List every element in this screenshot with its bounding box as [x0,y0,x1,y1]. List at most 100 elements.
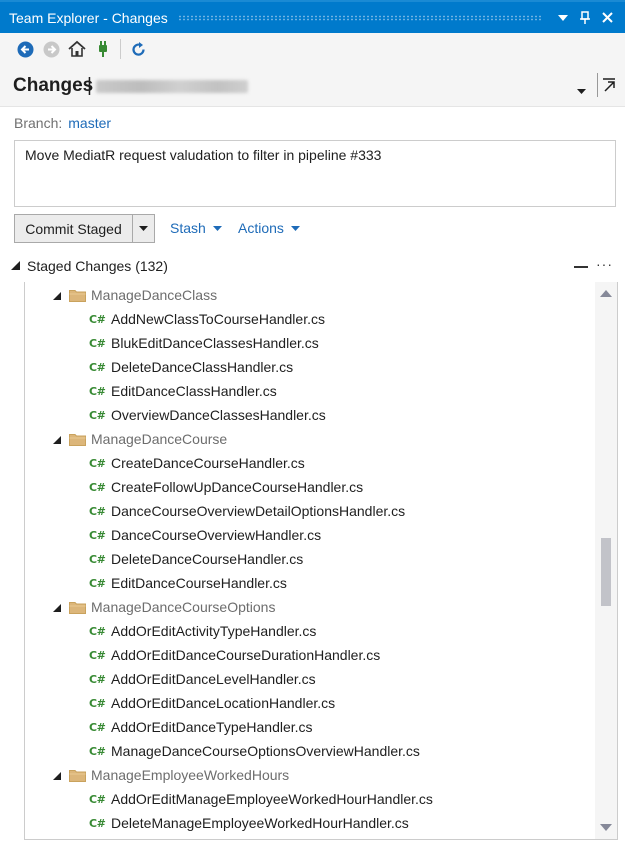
page-title: Changes [13,75,94,96]
staged-changes-label: Staged Changes (132) [27,258,168,274]
vertical-scrollbar[interactable] [595,282,617,839]
toolbar-separator [120,39,121,59]
file-node[interactable]: C#DeleteDanceCourseHandler.cs [25,548,585,572]
collapse-triangle-icon[interactable] [11,261,20,270]
file-node[interactable]: C#BlukEditDanceClassesHandler.cs [25,332,585,356]
popout-icon [602,78,615,92]
file-node[interactable]: C# AddOrEditDanceLocationHandler.cs [25,692,585,716]
folder-name: ManageDanceCourse [91,431,228,447]
file-name: AddOrEditManageEmployeeWorkedHourHandler… [111,791,433,807]
plug-icon [99,41,107,57]
home-button[interactable] [66,38,88,60]
back-button[interactable] [14,38,36,60]
actions-dropdown[interactable]: Actions [238,220,300,236]
file-name: EditDanceClassHandler.cs [111,383,277,399]
file-node[interactable]: C# AddOrEditDanceLevelHandler.cs [25,668,585,692]
file-node[interactable]: C# AddOrEditDanceCourseDurationHandler.cs [25,644,585,668]
navigation-toolbar [0,33,625,65]
folder-node[interactable]: ManageDanceClass [25,284,585,308]
commit-options-dropdown[interactable] [132,214,155,243]
expand-triangle-icon[interactable] [53,772,61,780]
file-node[interactable]: C# EditDanceClassHandler.cs [25,380,585,404]
repository-name-redacted [96,80,248,93]
file-node[interactable]: C#ManageDanceCourseOptionsOverviewHandle… [25,740,585,764]
file-name: AddNewClassToCourseHandler.cs [111,311,325,327]
title-separator: | [87,75,92,96]
scroll-up-icon[interactable] [600,290,612,297]
connect-button[interactable] [92,38,114,60]
file-node[interactable]: C#DeleteManageEmployeeWorkedHourHandler.… [25,812,585,836]
csharp-file-icon: C# [89,313,106,326]
folder-node[interactable]: ManageEmployeeWorkedHours [25,764,585,788]
file-name: DeleteDanceClassHandler.cs [111,359,294,375]
folder-name: ManageDanceClass [91,287,218,303]
page-header: Changes | [0,65,625,107]
expand-triangle-icon[interactable] [53,292,61,300]
caret-down-icon [290,225,300,231]
file-name: AddOrEditDanceLevelHandler.cs [111,671,316,687]
title-grip[interactable] [177,14,543,21]
refresh-button[interactable] [127,38,149,60]
csharp-file-icon: C# [89,697,106,710]
file-name: EditDanceCourseHandler.cs [111,575,287,591]
forward-button[interactable] [40,38,62,60]
csharp-file-icon: C# [89,385,106,398]
folder-icon [69,770,86,782]
caret-down-icon [139,226,148,231]
close-button[interactable] [597,8,617,28]
folder-name: ManageDanceCourseOptions [91,599,276,615]
more-options-button[interactable]: ··· [596,256,613,272]
file-node[interactable]: C# EditDanceCourseHandler.cs [25,572,585,596]
staged-changes-tree: C#DeleteManageEmployeeWorkedHourHandler.… [24,282,618,840]
collapse-all-button[interactable] [574,266,588,268]
scroll-down-icon[interactable] [600,824,612,831]
staged-changes-header[interactable]: Staged Changes (132) ··· [0,256,625,278]
scrollbar-thumb[interactable] [601,538,611,606]
commit-message-input[interactable]: Move MediatR request valudation to filte… [14,140,616,207]
file-node[interactable]: C# OverviewDanceClassesHandler.cs [25,404,585,428]
csharp-file-icon: C# [89,481,106,494]
file-name: AddOrEditDanceCourseDurationHandler.cs [111,647,381,663]
file-node[interactable]: C#DanceCourseOverviewDetailOptionsHandle… [25,500,585,524]
close-icon [601,12,613,23]
expand-triangle-icon[interactable] [53,604,61,612]
csharp-file-icon: C# [89,409,106,422]
csharp-file-icon: C# [89,649,106,662]
csharp-file-icon: C# [89,817,106,830]
file-node[interactable]: C# AddNewClassToCourseHandler.cs [25,308,585,332]
commit-staged-button[interactable]: Commit Staged [14,214,133,243]
back-arrow-icon [17,41,33,57]
file-node[interactable]: C# AddOrEditActivityTypeHandler.cs [25,620,585,644]
file-node[interactable]: C#CreateDanceCourseHandler.cs [25,452,585,476]
file-name: AddOrEditDanceLocationHandler.cs [111,695,336,711]
popout-button[interactable] [597,73,619,97]
csharp-file-icon: C# [89,625,106,638]
pin-button[interactable] [575,8,595,28]
page-dropdown-button[interactable] [577,81,586,97]
file-name: AddOrEditActivityTypeHandler.cs [111,623,317,639]
folder-icon [69,290,86,302]
expand-triangle-icon[interactable] [53,436,61,444]
file-node[interactable]: C#AddOrEditManageEmployeeWorkedHourHandl… [25,788,585,812]
file-node[interactable]: C#AddOrEditDanceTypeHandler.cs [25,716,585,740]
csharp-file-icon: C# [89,721,106,734]
file-node[interactable]: C# DeleteDanceClassHandler.cs [25,356,585,380]
stash-dropdown[interactable]: Stash [170,220,222,236]
window-title: Team Explorer - Changes [9,9,168,26]
file-node[interactable]: C#DanceCourseOverviewHandler.cs [25,524,585,548]
csharp-file-icon: C# [89,673,106,686]
file-name: CreateFollowUpDanceCourseHandler.cs [111,479,364,495]
folder-node[interactable]: ManageDanceCourse [25,428,585,452]
csharp-file-icon: C# [89,361,106,374]
csharp-file-icon: C# [89,577,106,590]
branch-link[interactable]: master [68,115,112,131]
folder-name: ManageEmployeeWorkedHours [91,767,290,783]
file-node[interactable]: C# CreateFollowUpDanceCourseHandler.cs [25,476,585,500]
caret-down-icon [577,89,586,94]
branch-label: Branch: [14,115,63,131]
file-name: OverviewDanceClassesHandler.cs [111,407,326,423]
window-menu-button[interactable] [553,8,573,28]
folder-icon [69,602,86,614]
folder-node[interactable]: ManageDanceCourseOptions [25,596,585,620]
refresh-icon [131,41,145,56]
